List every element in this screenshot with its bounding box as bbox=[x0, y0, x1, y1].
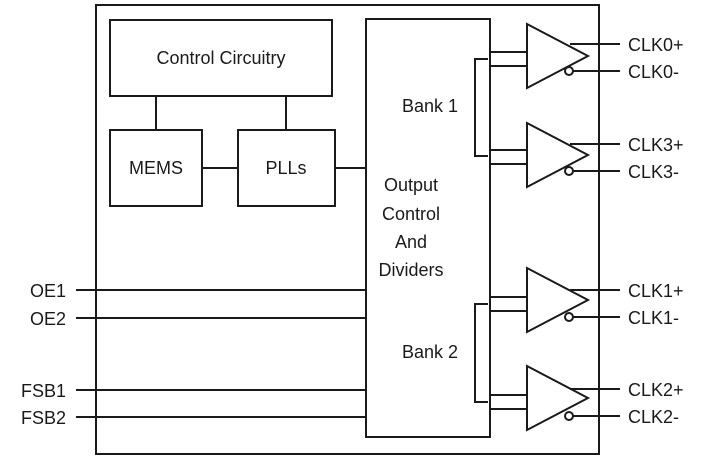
oe2-label: OE2 bbox=[30, 309, 66, 329]
bank2-bracket bbox=[474, 303, 488, 403]
clk2-output-buffer bbox=[490, 364, 620, 432]
clk0-output-buffer bbox=[490, 22, 620, 90]
output-control-label-line1: Output bbox=[384, 175, 438, 195]
output-control-label-line2: Control bbox=[382, 204, 440, 224]
bank1-bracket bbox=[474, 58, 488, 157]
clk0-minus-label: CLK0- bbox=[628, 62, 679, 82]
control-circuitry-block bbox=[109, 19, 333, 97]
oe1-label: OE1 bbox=[30, 281, 66, 301]
plls-block bbox=[237, 129, 336, 207]
fsb1-label: FSB1 bbox=[21, 381, 66, 401]
mems-label: MEMS bbox=[129, 158, 183, 178]
control-input-wires bbox=[76, 289, 366, 418]
clk3-output-buffer bbox=[490, 121, 620, 189]
clk0-plus-label: CLK0+ bbox=[628, 35, 684, 55]
output-control-block bbox=[365, 18, 491, 438]
output-control-label-line3: And bbox=[395, 232, 427, 252]
control-circuitry-label: Control Circuitry bbox=[156, 48, 285, 68]
output-control-label-line4: Dividers bbox=[378, 260, 443, 280]
internal-wires bbox=[155, 96, 366, 169]
clk3-plus-label: CLK3+ bbox=[628, 135, 684, 155]
mems-block bbox=[109, 129, 203, 207]
clk1-output-buffer bbox=[490, 266, 620, 334]
bank2-label: Bank 2 bbox=[402, 342, 458, 362]
plls-label: PLLs bbox=[265, 158, 306, 178]
fsb2-label: FSB2 bbox=[21, 408, 66, 428]
clk2-minus-label: CLK2- bbox=[628, 407, 679, 427]
clk1-minus-label: CLK1- bbox=[628, 308, 679, 328]
clk2-plus-label: CLK2+ bbox=[628, 380, 684, 400]
clk3-minus-label: CLK3- bbox=[628, 162, 679, 182]
clk1-plus-label: CLK1+ bbox=[628, 281, 684, 301]
bank1-label: Bank 1 bbox=[402, 96, 458, 116]
